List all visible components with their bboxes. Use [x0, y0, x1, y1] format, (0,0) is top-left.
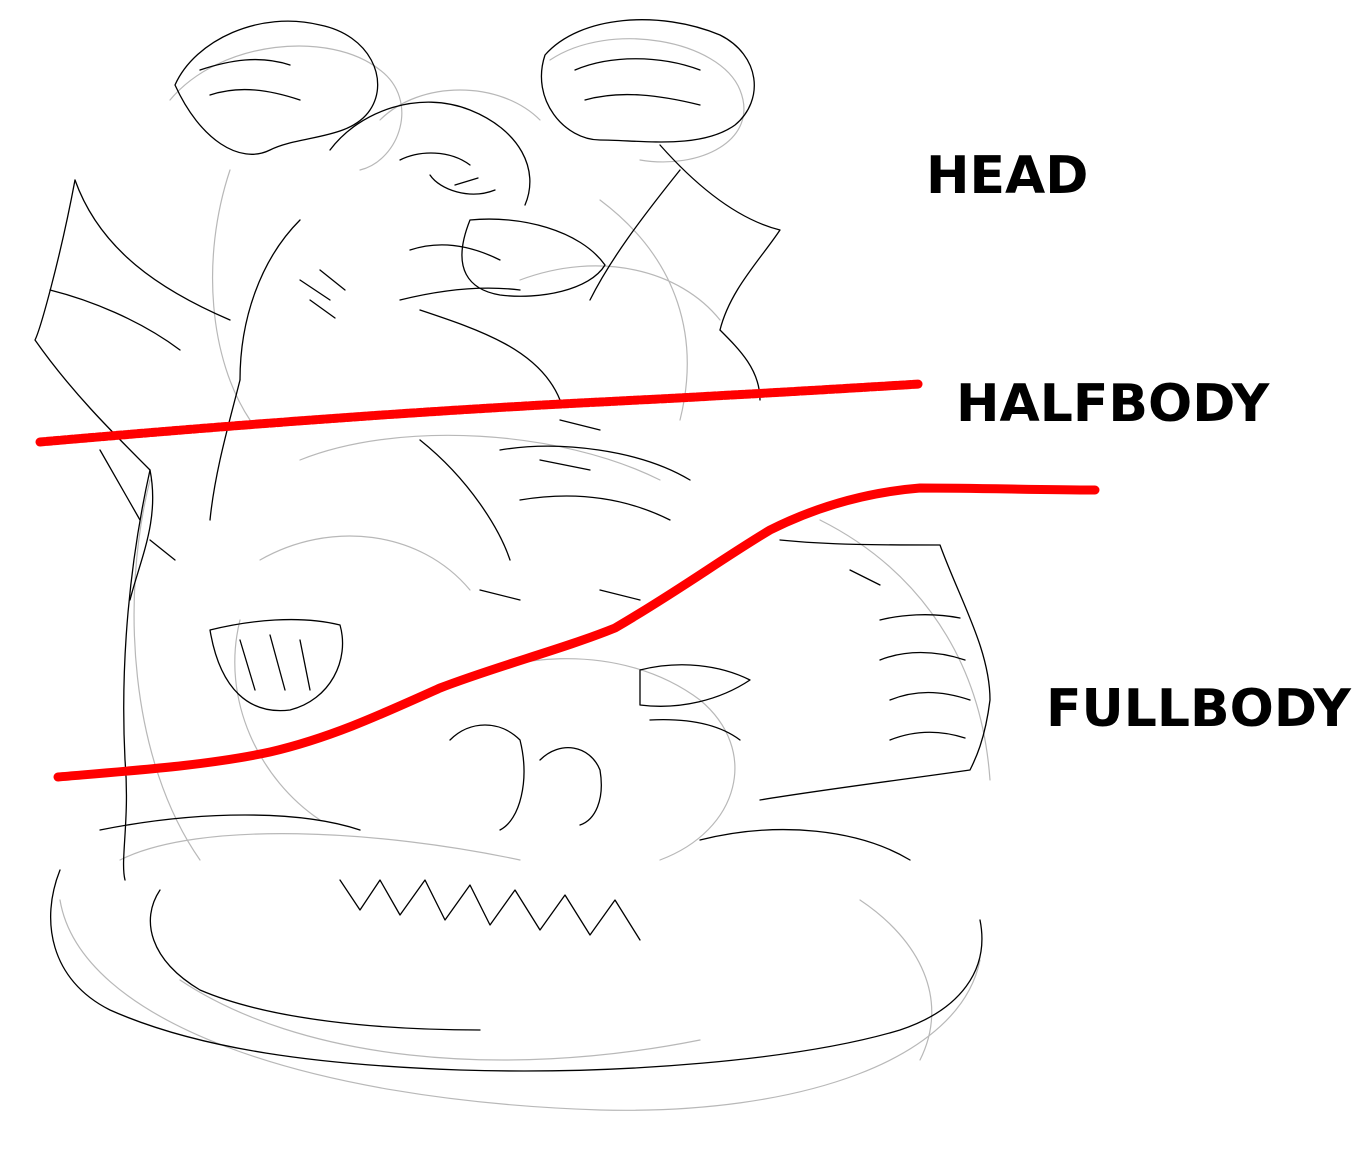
construction-sketch: [59, 38, 991, 1111]
halfbody-label: HALFBODY: [956, 374, 1270, 434]
halfbody-divider-line: [35, 379, 925, 447]
head-label: HEAD: [926, 146, 1089, 206]
fullbody-label: FULLBODY: [1046, 679, 1351, 739]
dragon-linework: [34, 19, 991, 1072]
fullbody-divider-line: [53, 483, 1100, 782]
